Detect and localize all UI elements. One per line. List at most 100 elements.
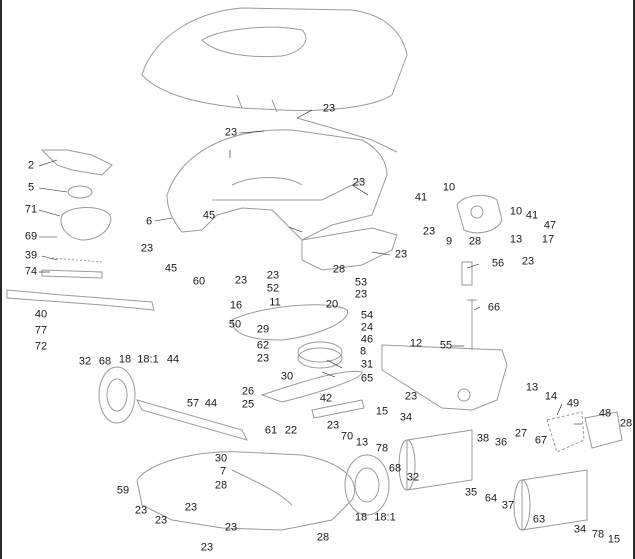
deck-housing bbox=[166, 129, 388, 241]
label-l58: 44 bbox=[166, 353, 180, 366]
label-l41: 23 bbox=[422, 225, 436, 238]
blade bbox=[6, 289, 155, 311]
label-l27: 20 bbox=[325, 298, 339, 311]
label-l87: 32 bbox=[406, 471, 420, 484]
label-l04: 2 bbox=[27, 159, 35, 172]
label-l12: 72 bbox=[34, 340, 48, 353]
label-l07: 69 bbox=[24, 230, 38, 243]
label-l39: 41 bbox=[414, 191, 428, 204]
label-l89: 64 bbox=[484, 492, 498, 505]
drive-belt bbox=[231, 304, 348, 341]
label-l18: 23 bbox=[234, 274, 248, 287]
label-l33: 46 bbox=[360, 333, 374, 346]
label-l85: 59 bbox=[116, 484, 130, 497]
label-l42: 9 bbox=[445, 235, 453, 248]
label-l34: 23 bbox=[256, 352, 270, 365]
label-l46: 47 bbox=[543, 219, 557, 232]
label-l83: 7 bbox=[219, 465, 227, 478]
front-roller bbox=[521, 469, 588, 531]
label-l82: 30 bbox=[214, 452, 228, 465]
label-l24: 23 bbox=[394, 248, 408, 261]
label-l32: 62 bbox=[256, 339, 270, 352]
label-l75: 49 bbox=[566, 397, 580, 410]
label-l48: 17 bbox=[541, 233, 555, 246]
chain bbox=[546, 411, 585, 453]
label-l45: 41 bbox=[525, 209, 539, 222]
label-l43: 28 bbox=[468, 235, 482, 248]
label-l15: 23 bbox=[140, 242, 154, 255]
label-l55: 68 bbox=[98, 355, 112, 368]
label-l74: 14 bbox=[544, 390, 558, 403]
hood-cover bbox=[141, 7, 408, 111]
label-l21: 28 bbox=[332, 263, 346, 276]
label-l97: 23 bbox=[154, 514, 168, 527]
label-l10: 40 bbox=[34, 308, 48, 321]
label-l65: 42 bbox=[319, 392, 333, 405]
label-l96: 23 bbox=[184, 501, 198, 514]
label-l19: 23 bbox=[266, 269, 280, 282]
label-l73: 13 bbox=[525, 381, 539, 394]
label-l22: 53 bbox=[354, 276, 368, 289]
label-l69: 34 bbox=[399, 411, 413, 424]
label-l40: 10 bbox=[442, 181, 456, 194]
label-l57: 18:1 bbox=[137, 353, 159, 366]
label-l26: 11 bbox=[269, 296, 281, 309]
label-l52: 55 bbox=[439, 339, 453, 352]
label-l100: 18 bbox=[354, 511, 368, 524]
label-l29: 54 bbox=[360, 309, 374, 322]
label-l50: 56 bbox=[491, 257, 505, 270]
label-l63: 61 bbox=[264, 424, 278, 437]
label-l03: 23 bbox=[352, 176, 366, 189]
label-l37: 30 bbox=[280, 370, 294, 383]
label-l67: 15 bbox=[375, 405, 389, 418]
label-l101: 18:1 bbox=[374, 511, 396, 524]
label-l94: 15 bbox=[607, 533, 621, 546]
label-l93: 78 bbox=[591, 528, 605, 541]
label-l14: 45 bbox=[202, 209, 216, 222]
label-l92: 34 bbox=[573, 523, 587, 536]
clutch bbox=[60, 207, 112, 241]
label-l16: 45 bbox=[164, 262, 178, 275]
side-bar bbox=[381, 344, 508, 411]
label-l17: 60 bbox=[192, 275, 206, 288]
label-l09: 74 bbox=[24, 265, 38, 278]
label-l38: 65 bbox=[360, 372, 374, 385]
label-l62: 44 bbox=[204, 397, 218, 410]
label-l59: 26 bbox=[241, 385, 255, 398]
label-l71: 13 bbox=[355, 436, 369, 449]
label-l30: 29 bbox=[256, 323, 270, 336]
front-left-wheel bbox=[98, 366, 136, 424]
label-l61: 57 bbox=[186, 397, 200, 410]
label-l60: 25 bbox=[241, 398, 255, 411]
bottom-deck bbox=[136, 451, 355, 531]
label-l56: 18 bbox=[118, 353, 132, 366]
label-l49: 23 bbox=[521, 255, 535, 268]
label-l13: 6 bbox=[145, 215, 153, 228]
label-l68: 23 bbox=[404, 390, 418, 403]
label-l81: 36 bbox=[494, 436, 508, 449]
label-l77: 28 bbox=[619, 417, 633, 430]
label-l02: 23 bbox=[224, 126, 238, 139]
label-l36: 31 bbox=[360, 358, 374, 371]
label-l99: 28 bbox=[316, 531, 330, 544]
label-l08: 39 bbox=[24, 249, 38, 262]
label-l64: 22 bbox=[284, 424, 298, 437]
label-l06: 71 bbox=[24, 203, 38, 216]
label-l05: 5 bbox=[27, 181, 35, 194]
rear-roller bbox=[406, 429, 473, 491]
label-l78: 27 bbox=[514, 427, 528, 440]
label-l54: 32 bbox=[78, 355, 92, 368]
label-l80: 38 bbox=[476, 432, 490, 445]
label-l20: 52 bbox=[266, 282, 280, 295]
label-l98: 23 bbox=[224, 521, 238, 534]
label-l76: 48 bbox=[598, 407, 612, 420]
rear-wheel bbox=[344, 454, 390, 516]
label-l44: 10 bbox=[509, 205, 523, 218]
label-l35: 8 bbox=[359, 345, 367, 358]
label-l01: 23 bbox=[322, 102, 336, 115]
label-l11: 77 bbox=[34, 324, 48, 337]
label-l79: 67 bbox=[534, 434, 548, 447]
label-l23: 23 bbox=[354, 288, 368, 301]
